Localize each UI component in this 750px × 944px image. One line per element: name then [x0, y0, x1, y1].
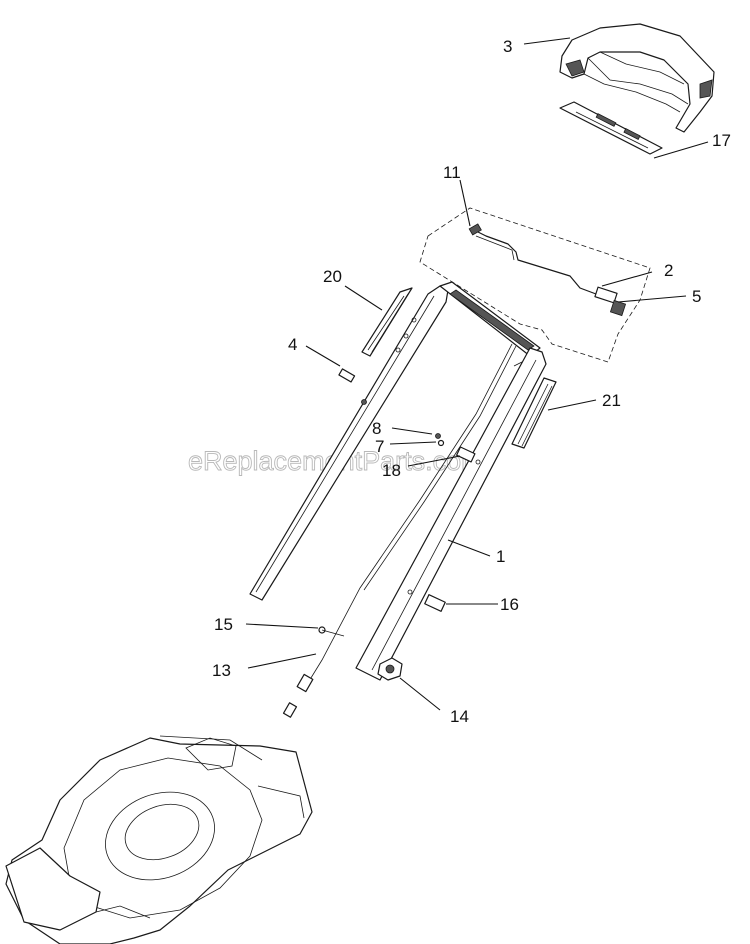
callout-3: 3 [503, 37, 512, 56]
callout-8: 8 [372, 419, 381, 438]
callout-7: 7 [375, 437, 384, 456]
callout-2: 2 [664, 261, 673, 280]
part-4-bolt [338, 368, 367, 405]
part-8-7-nut-washer [435, 433, 445, 447]
part-1-upper-handle [249, 281, 547, 681]
mower-deck [5, 735, 313, 944]
callout-18: 18 [382, 461, 401, 480]
callout-15: 15 [214, 615, 233, 634]
part-3-handle-grip [559, 23, 715, 133]
callout-21: 21 [602, 391, 621, 410]
callout-5: 5 [692, 287, 701, 306]
callout-11: 11 [443, 163, 461, 182]
part-14-knob [377, 657, 403, 681]
callout-20: 20 [323, 267, 342, 286]
part-21-right-cover [511, 377, 557, 449]
callout-1: 1 [496, 547, 505, 566]
callout-14: 14 [450, 707, 469, 726]
exploded-view-outline [419, 207, 651, 363]
part-15-pin [318, 626, 345, 637]
part-20-left-cover [361, 287, 413, 357]
callout-17: 17 [712, 131, 731, 150]
callout-labels: 3 17 11 20 2 5 4 21 8 7 18 1 16 15 13 14 [212, 37, 731, 726]
part-18-cable-guide [456, 446, 476, 463]
part-2-5-cable-end [594, 286, 627, 317]
callout-4: 4 [288, 335, 297, 354]
part-17-decal [559, 101, 663, 155]
callout-16: 16 [500, 595, 519, 614]
callout-13: 13 [212, 661, 231, 680]
callout-leaders [245, 37, 709, 711]
part-13-control-cable [282, 343, 517, 718]
part-16-bolt [407, 589, 446, 612]
part-11-control-rod [468, 223, 597, 295]
